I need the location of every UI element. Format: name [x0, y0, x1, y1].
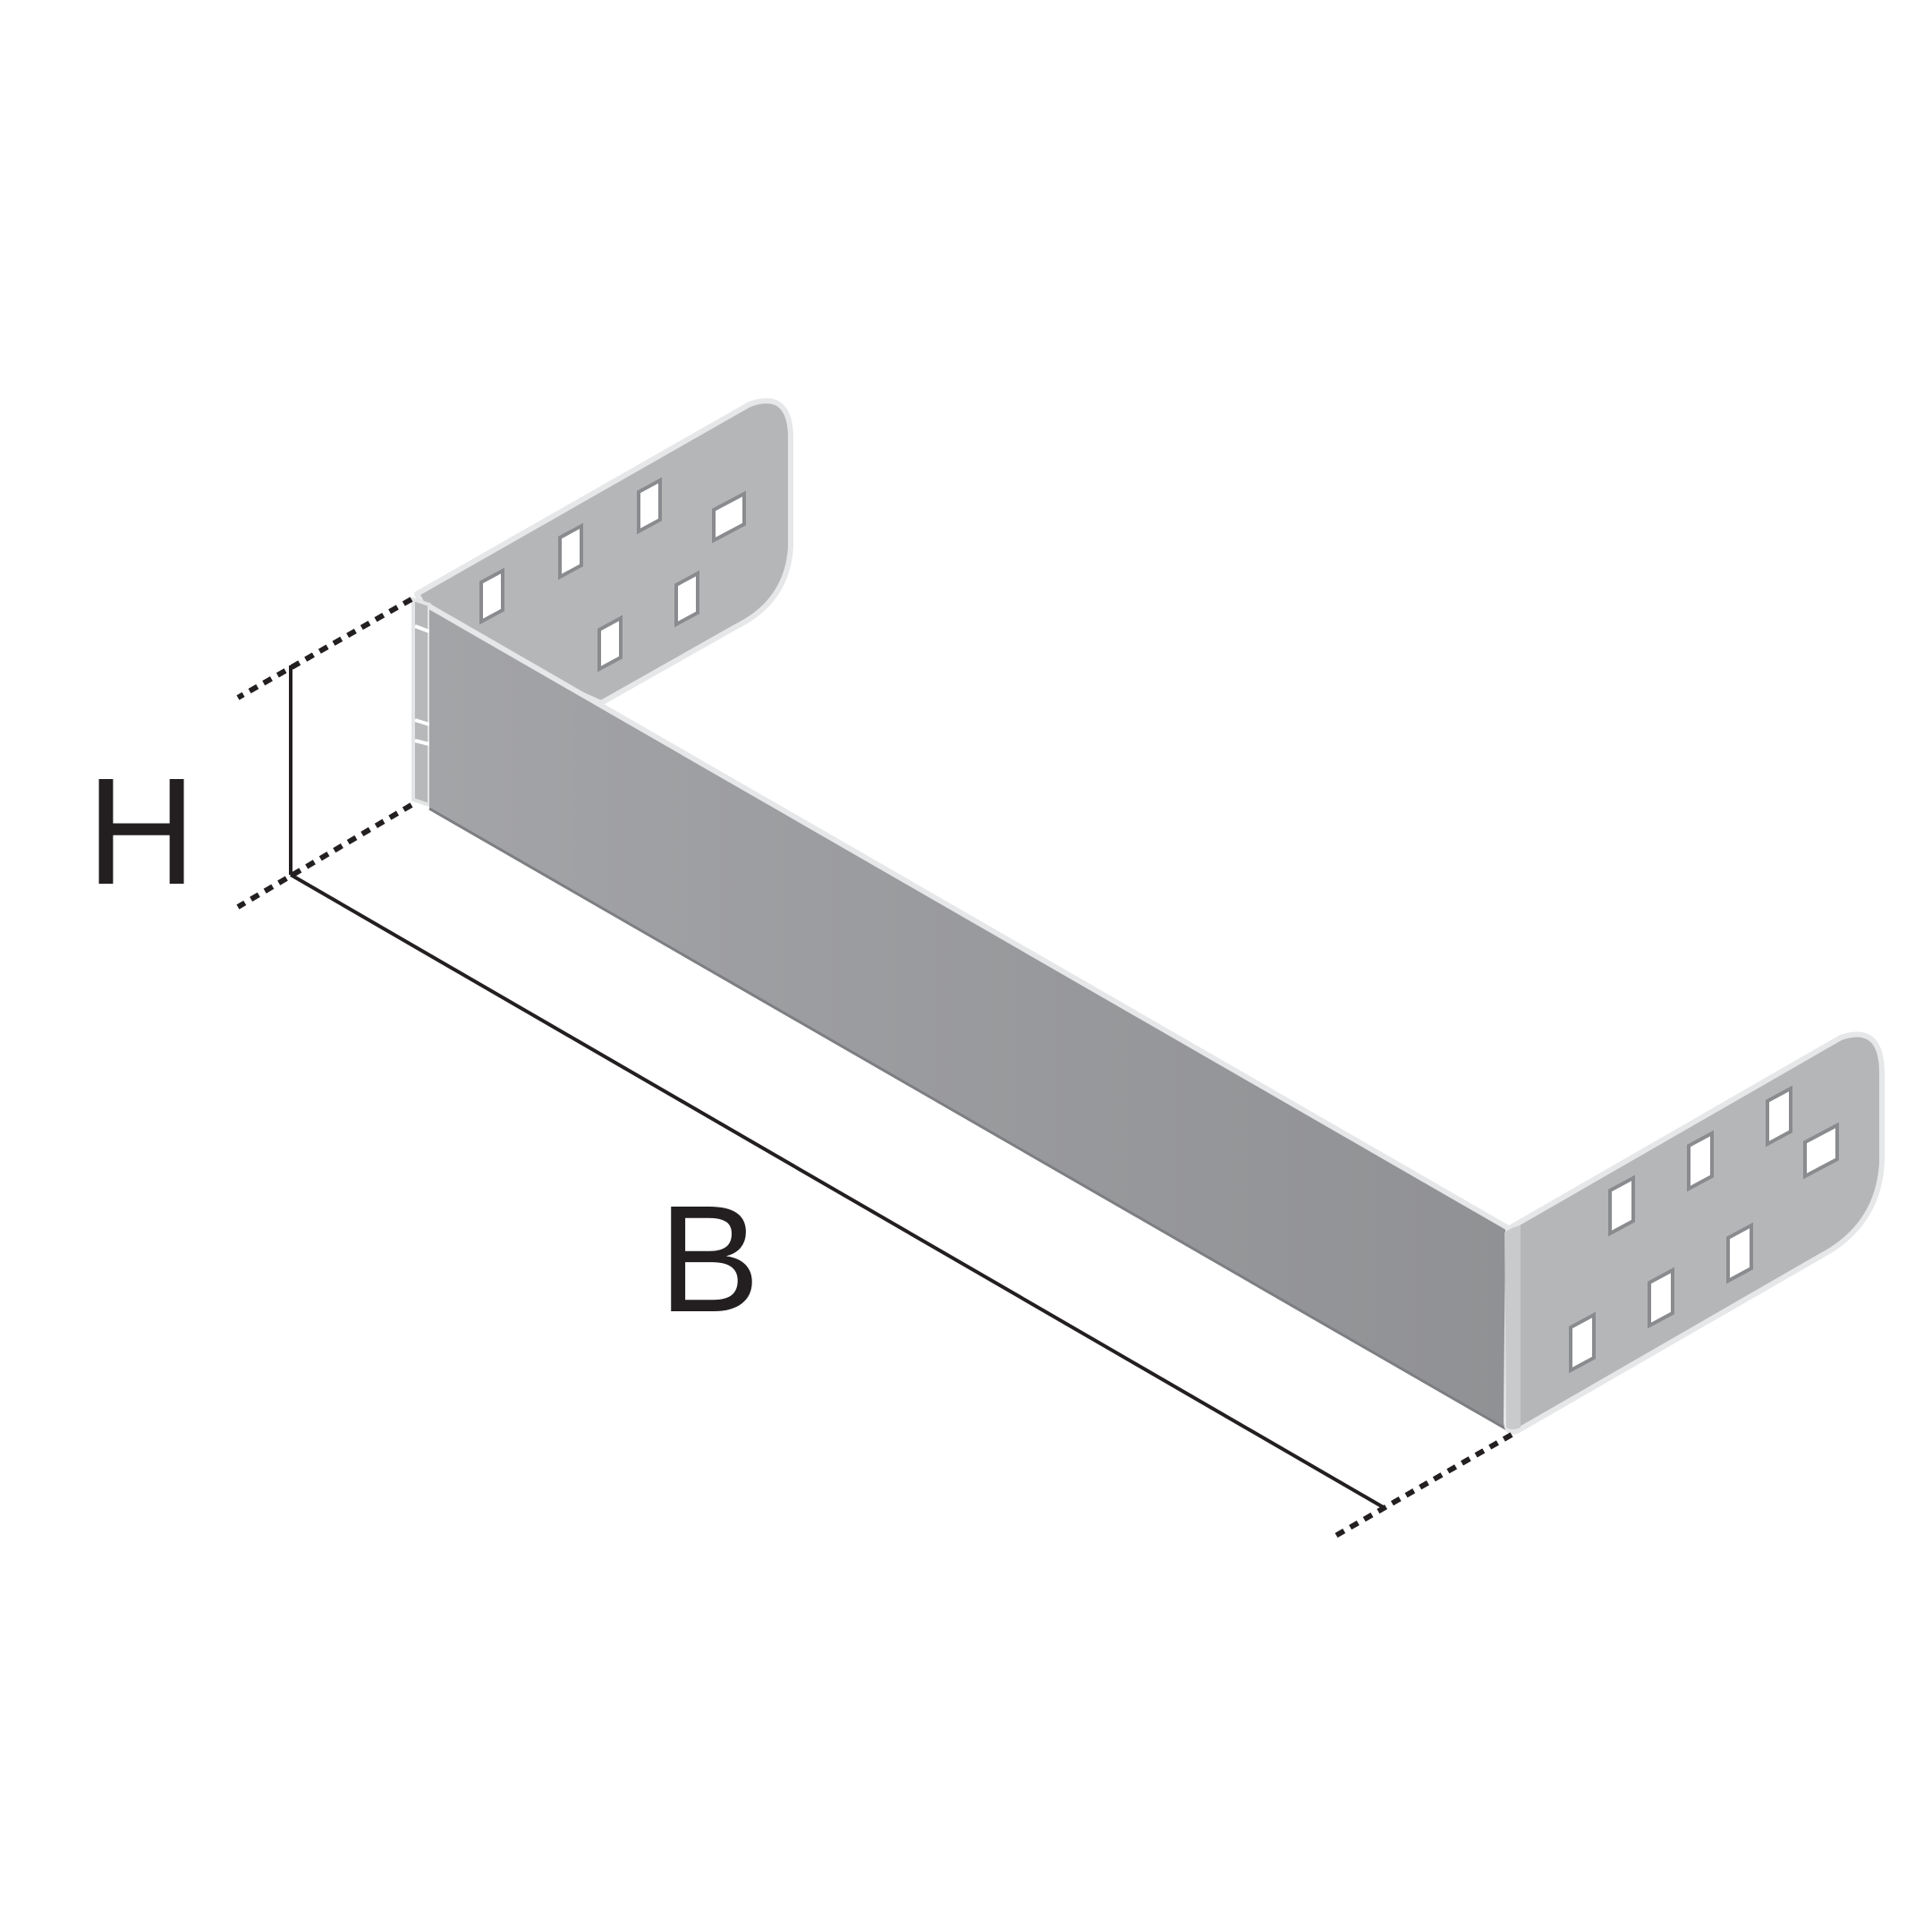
- height-extension-bottom: [236, 802, 413, 910]
- width-dimension-line: [289, 873, 1386, 1510]
- right-flange-slots: [1569, 1085, 1839, 1374]
- left-flange-slots: [479, 477, 746, 673]
- right-flange: [1504, 1031, 1885, 1435]
- left-end-edge: [411, 597, 431, 808]
- height-dimension: [236, 597, 413, 910]
- height-label: H: [87, 747, 197, 917]
- width-label: B: [658, 1174, 759, 1344]
- width-extension-right: [1329, 1432, 1513, 1541]
- width-dimension: [289, 873, 1513, 1541]
- height-extension-top: [236, 597, 413, 700]
- front-face: [428, 604, 1512, 1433]
